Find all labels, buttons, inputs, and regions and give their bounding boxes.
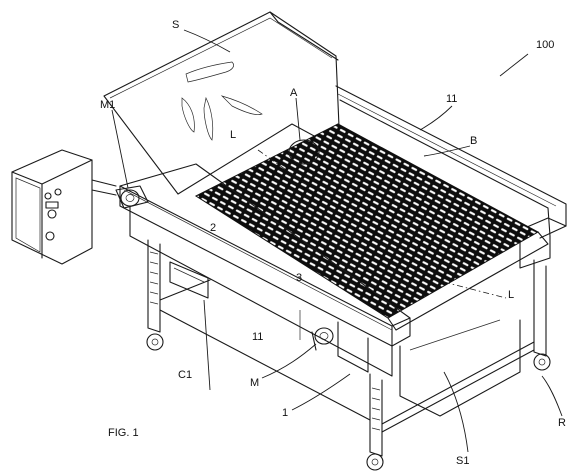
label-a: A xyxy=(290,87,298,99)
label-b: B xyxy=(470,135,477,147)
label-11-front: 11 xyxy=(252,331,263,343)
mesh-belt xyxy=(194,123,549,331)
label-2: 2 xyxy=(210,222,216,234)
figure-caption: FIG. 1 xyxy=(108,427,139,439)
axis-line-right xyxy=(443,281,507,299)
right-side-rail xyxy=(335,85,567,269)
label-11-top: 11 xyxy=(446,93,457,105)
label-r: R xyxy=(558,417,566,429)
label-l-top: L xyxy=(230,129,236,141)
motor-m1 xyxy=(115,185,149,209)
label-100: 100 xyxy=(536,39,554,51)
detail-circle-a xyxy=(288,139,320,165)
label-c1: C1 xyxy=(178,369,192,381)
label-3: 3 xyxy=(296,272,302,284)
leader-lines xyxy=(111,29,563,453)
control-box xyxy=(11,149,117,265)
chute-c1 xyxy=(169,261,209,299)
label-l-right: L xyxy=(508,289,514,301)
motor-m xyxy=(311,327,334,351)
label-1: 1 xyxy=(282,407,288,419)
label-m1: M1 xyxy=(100,99,115,111)
label-s: S xyxy=(172,19,179,31)
label-s1: S1 xyxy=(456,455,469,467)
front-frame-beam xyxy=(119,163,411,377)
casters xyxy=(146,333,551,471)
label-m: M xyxy=(250,377,259,389)
axis-line-top xyxy=(257,149,307,185)
